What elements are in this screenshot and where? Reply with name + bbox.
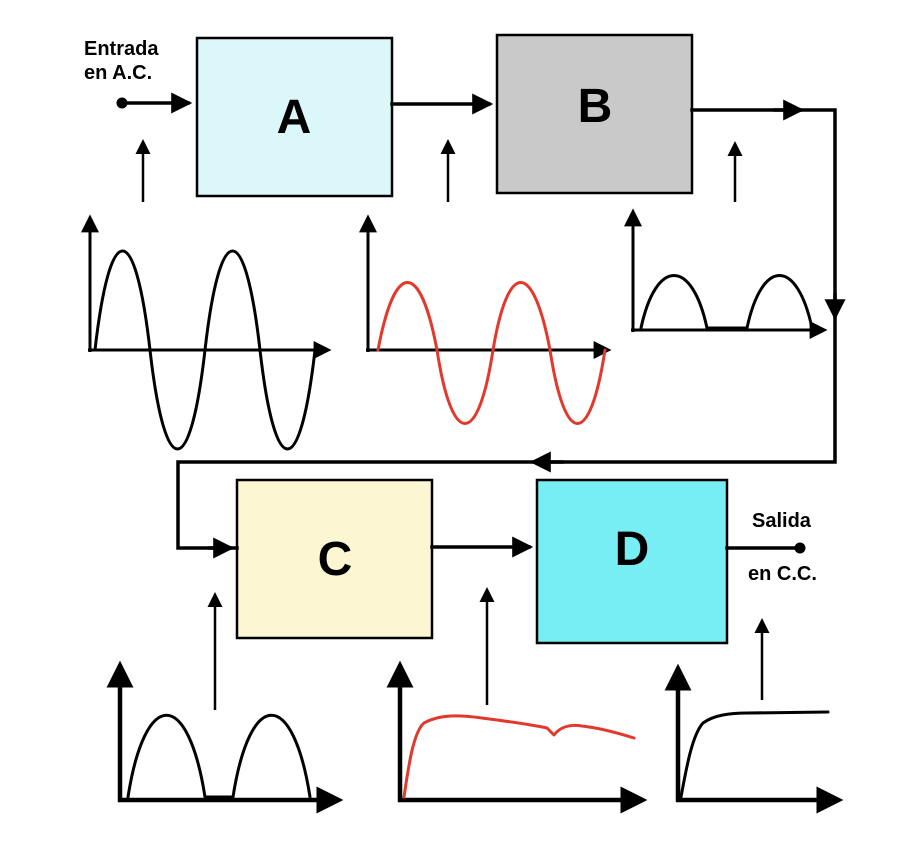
block-a: A [195, 36, 394, 198]
waveform-transformer-output [359, 214, 612, 425]
input-label: Entrada en A.C. [84, 38, 159, 84]
output-label-line2: en C.C. [748, 563, 817, 585]
output-label-line1: Salida [752, 510, 812, 532]
b-to-c-routing-line [176, 108, 837, 550]
block-b-label: B [578, 80, 613, 133]
waveform-rectified-bottom [106, 660, 344, 814]
output-terminal-dot [794, 542, 806, 554]
half-wave-rectified-wave [126, 714, 312, 799]
block-a-rect [195, 36, 394, 198]
ac-sine-input-wave [93, 249, 317, 451]
block-d-label: D [615, 523, 650, 576]
block-d-rect [535, 478, 729, 645]
input-label-line1: Entrada [84, 38, 159, 60]
input-label-line2: en A.C. [84, 62, 152, 84]
block-b: B [495, 33, 694, 195]
block-d: D [535, 478, 729, 645]
block-a-label: A [277, 91, 312, 144]
waveform-rectifier-output [624, 208, 828, 339]
transformed-ac-sine-wave [376, 281, 607, 425]
block-b-rect [495, 33, 694, 195]
waveform-filter-output [386, 660, 648, 814]
waveform-regulator-output [664, 663, 844, 814]
half-wave-rectified-wave [639, 274, 814, 330]
block-c: C [235, 478, 434, 640]
block-c-label: C [318, 533, 353, 586]
block-c-rect [235, 478, 434, 640]
output-label: Salida en C.C. [748, 510, 817, 585]
filtered-dc-ripple-wave [402, 714, 636, 799]
waveform-ac-input [81, 214, 332, 451]
regulated-dc-wave [679, 710, 830, 799]
